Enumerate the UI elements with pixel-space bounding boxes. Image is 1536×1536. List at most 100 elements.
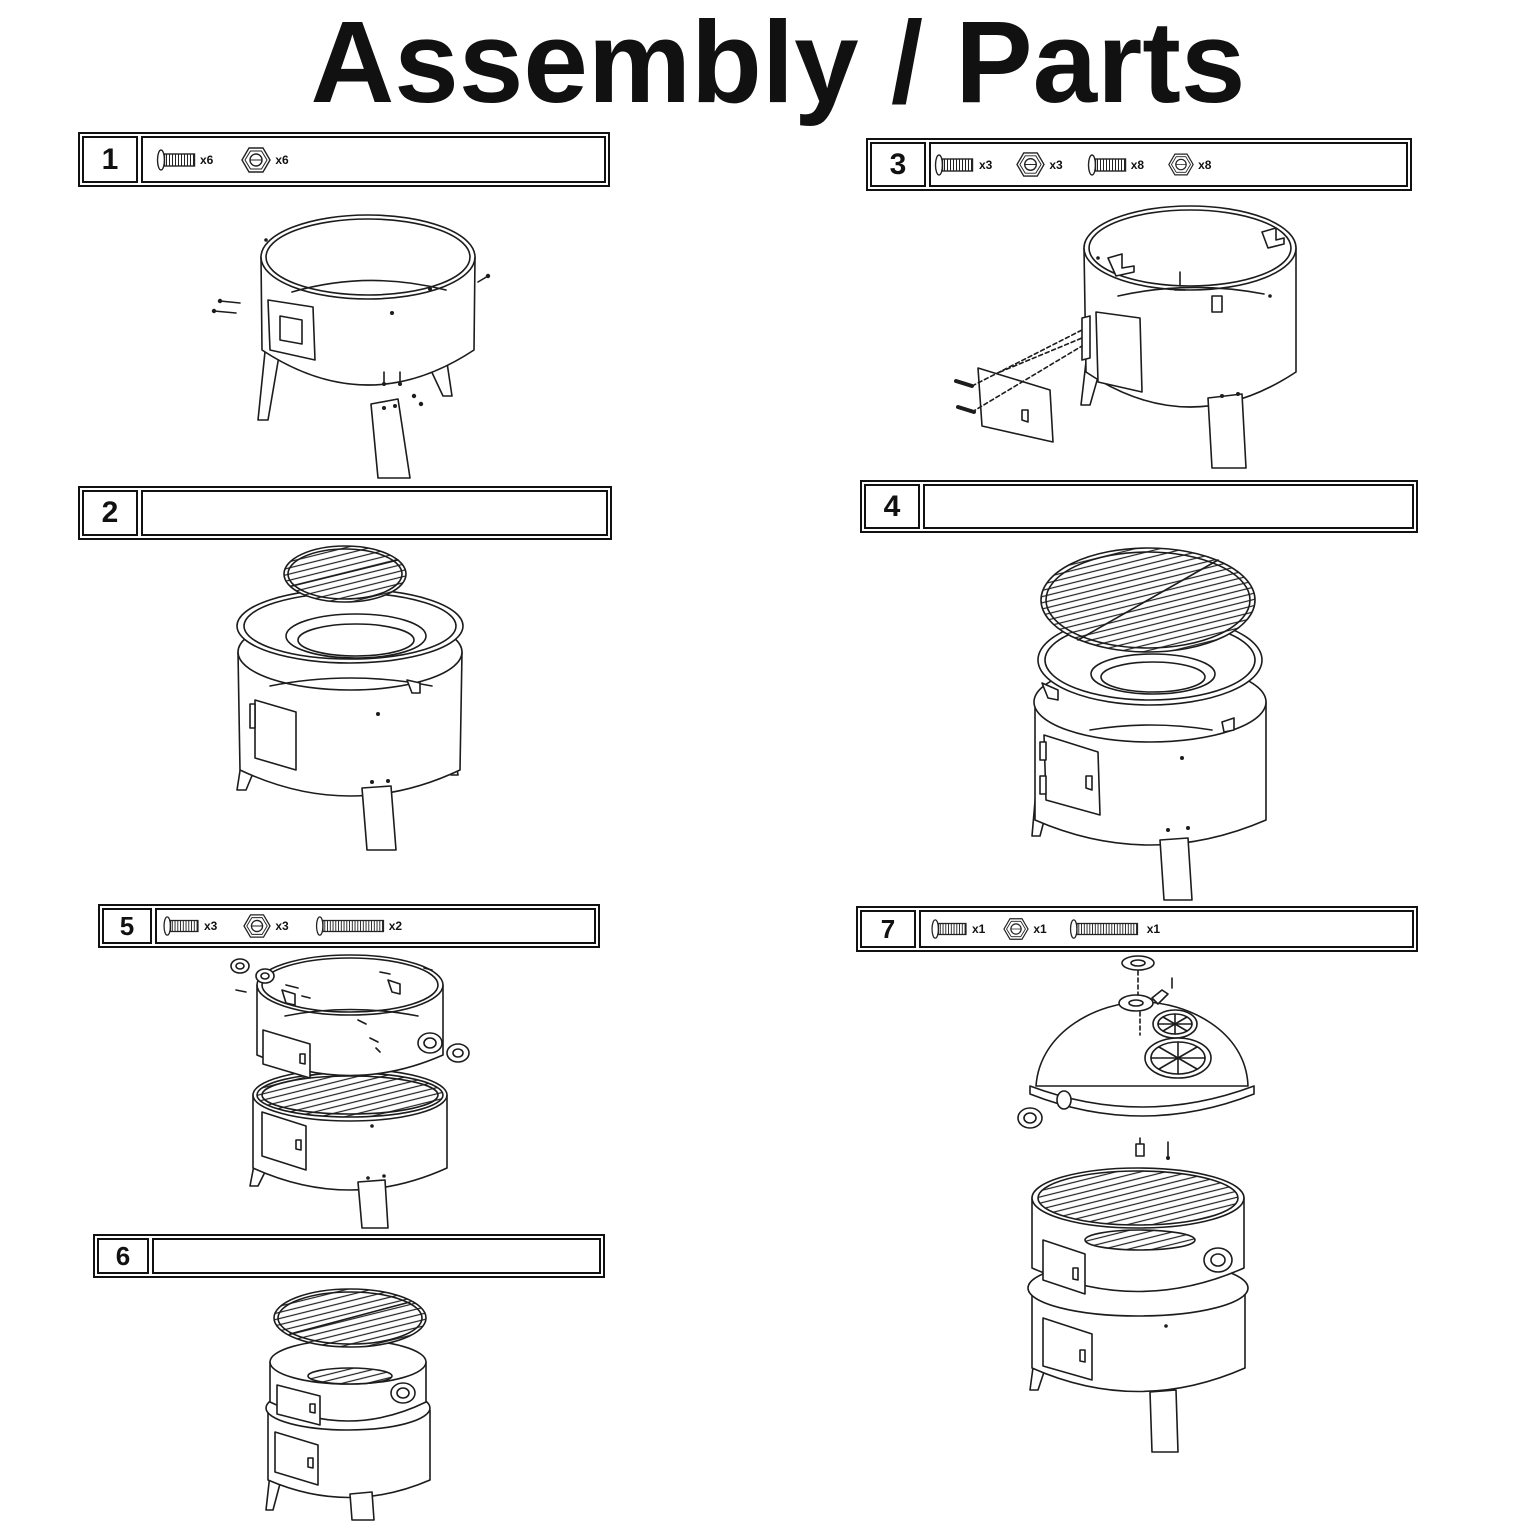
door xyxy=(1042,1317,1093,1381)
step-2-box: 2 xyxy=(78,486,612,540)
part-quantity: x1 xyxy=(1033,922,1047,936)
part-item: x1 xyxy=(1003,917,1047,941)
part-quantity: x8 xyxy=(1198,157,1212,172)
part-item: x1 xyxy=(1065,918,1160,940)
step-1-box: 1 x6 x6 xyxy=(78,132,610,187)
screw xyxy=(954,271,1186,414)
step-number: 3 xyxy=(870,142,926,187)
grommet xyxy=(390,1382,416,1404)
step-3-illustration xyxy=(954,205,1297,469)
bolt-icon xyxy=(934,153,974,176)
step-4-box: 4 xyxy=(860,480,1418,533)
front-leg xyxy=(361,779,397,851)
parts-list xyxy=(923,484,1414,529)
long-bolt-icon xyxy=(1069,919,1138,939)
part-item: x1 xyxy=(930,918,985,940)
part-quantity: x6 xyxy=(275,152,289,167)
part-quantity: x1 xyxy=(1146,922,1161,936)
step-7-box: 7 x1 x1 x1 xyxy=(856,906,1418,952)
part-item: x8 xyxy=(1087,153,1144,177)
front-leg xyxy=(1207,392,1247,469)
screw xyxy=(235,967,433,1053)
door xyxy=(276,1384,321,1426)
step-number: 4 xyxy=(864,484,920,529)
part-item: x3 xyxy=(1016,151,1063,178)
cooking-grate xyxy=(273,1288,427,1348)
part-quantity: x1 xyxy=(972,922,986,936)
cooking-grate xyxy=(283,545,407,603)
front-leg xyxy=(370,398,411,479)
part-item: x3 xyxy=(162,915,217,937)
door xyxy=(261,1111,307,1171)
step-3-box: 3 x3 x3 x8 x8 xyxy=(866,138,1412,191)
screw xyxy=(1135,1137,1170,1160)
part-item: x3 xyxy=(933,153,992,177)
cooking-grate xyxy=(1040,547,1256,653)
step-7-illustration xyxy=(1017,955,1255,1453)
parts-list: x6 x6 xyxy=(141,136,606,183)
door xyxy=(977,367,1054,443)
part-quantity: x8 xyxy=(1130,157,1145,172)
front-leg xyxy=(1149,1389,1179,1453)
step-6-illustration xyxy=(265,1288,431,1521)
bolt-icon xyxy=(931,919,967,939)
door xyxy=(1042,1239,1086,1295)
step-number: 5 xyxy=(102,908,152,944)
door-opening xyxy=(1081,311,1143,393)
upper-ring xyxy=(269,1339,427,1422)
part-item: x3 xyxy=(243,913,289,939)
front-leg xyxy=(1159,826,1193,901)
door xyxy=(1039,734,1101,816)
nut-icon xyxy=(1003,918,1029,940)
screw xyxy=(211,273,491,407)
bolt-icon xyxy=(156,148,196,171)
step-number: 1 xyxy=(82,136,138,183)
nut-icon xyxy=(243,914,272,938)
step-5-illustration xyxy=(230,954,470,1229)
door xyxy=(274,1431,319,1486)
part-quantity: x2 xyxy=(388,919,403,933)
grommet xyxy=(1017,1107,1043,1129)
nut-icon xyxy=(1168,153,1194,176)
parts-list: x1 x1 x1 xyxy=(919,910,1414,948)
part-quantity: x3 xyxy=(1049,157,1063,172)
bracket xyxy=(1107,227,1285,277)
step-2-illustration xyxy=(236,545,464,851)
step-6-box: 6 xyxy=(93,1234,605,1278)
step-1-illustration xyxy=(211,214,491,479)
step-number: 7 xyxy=(860,910,916,948)
part-item: x6 xyxy=(156,148,213,172)
page-title: Assembly / Parts xyxy=(310,0,1246,127)
lid-handle xyxy=(1118,955,1173,1036)
lid xyxy=(1029,1001,1255,1117)
front-leg xyxy=(349,1491,375,1521)
smoker-body-ring xyxy=(260,214,476,386)
vent-disc xyxy=(1144,1037,1212,1079)
long-bolt-icon xyxy=(315,916,384,936)
grommet xyxy=(230,958,470,1063)
door xyxy=(262,1029,311,1079)
door xyxy=(249,699,297,771)
step-number: 2 xyxy=(82,490,138,536)
step-4-illustration xyxy=(1031,547,1267,901)
bolt-icon xyxy=(1087,153,1126,176)
part-item: x6 xyxy=(241,146,289,174)
vent-disc xyxy=(1152,1009,1198,1039)
nut-icon xyxy=(1016,152,1046,177)
part-item: x2 xyxy=(315,915,402,937)
parts-list: x3 x3 x8 x8 xyxy=(929,142,1408,187)
door-opening xyxy=(267,299,316,361)
front-leg xyxy=(357,1179,389,1229)
step-number: 6 xyxy=(97,1238,149,1274)
parts-list: x3 x3 x2 xyxy=(155,908,596,944)
parts-list xyxy=(152,1238,601,1274)
bolt-icon xyxy=(163,916,199,936)
cooking-grate xyxy=(256,1072,444,1118)
parts-list xyxy=(141,490,608,536)
part-quantity: x6 xyxy=(200,152,214,167)
part-quantity: x3 xyxy=(979,157,993,172)
grommet xyxy=(1203,1247,1233,1273)
nut-icon xyxy=(241,146,272,173)
part-item: x8 xyxy=(1168,152,1211,177)
